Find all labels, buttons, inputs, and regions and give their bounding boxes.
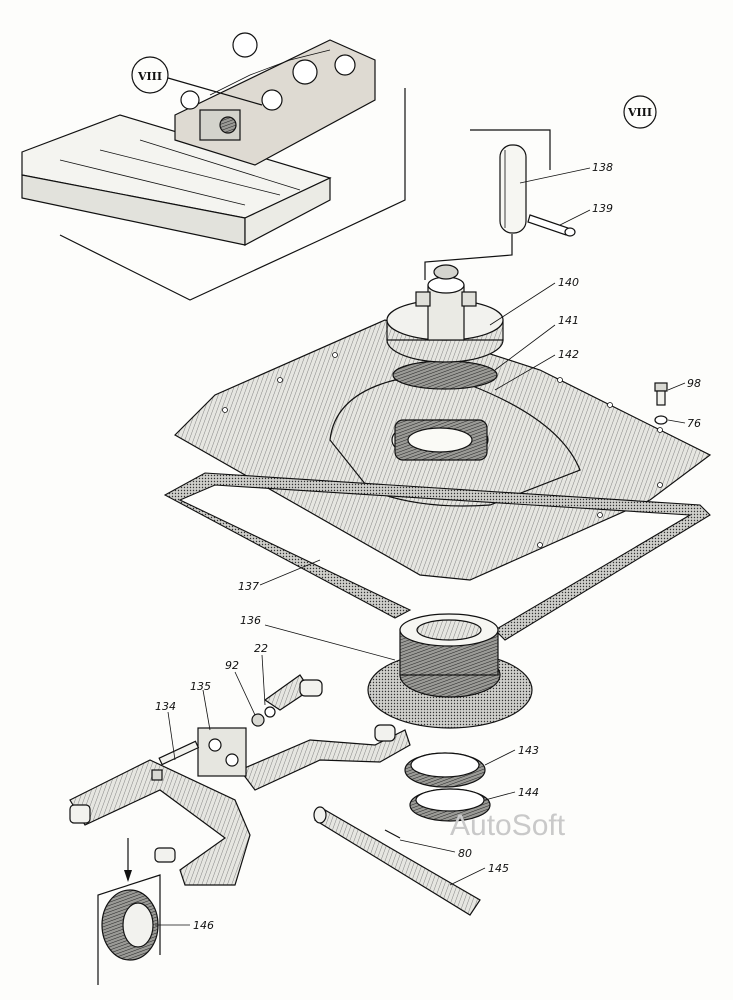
- view-marker: VIII: [627, 106, 652, 119]
- view-marker-circle: [623, 95, 657, 129]
- part-92-nut: [251, 713, 265, 727]
- label-140: 140: [558, 276, 579, 289]
- part-142-plate: [174, 319, 712, 581]
- label-136: 136: [240, 614, 261, 627]
- label-134: 134: [155, 700, 176, 713]
- machine-inset: VIII: [21, 32, 406, 301]
- part-22-washer: [264, 706, 276, 718]
- label-137: 137: [238, 580, 259, 593]
- part-139-split-pin: [527, 214, 576, 237]
- label-139: 139: [592, 202, 613, 215]
- part-143-ring: [404, 752, 486, 788]
- inset-marker-circle: [131, 56, 169, 94]
- label-143: 143: [518, 744, 539, 757]
- part-80-pin: [384, 829, 401, 839]
- part-138-pin: [424, 129, 551, 280]
- label-80: 80: [458, 847, 472, 860]
- label-144: 144: [518, 786, 539, 799]
- label-141: 141: [558, 314, 579, 327]
- part-135-bracket: [69, 674, 411, 886]
- leader-lines: [155, 167, 686, 926]
- label-142: 142: [558, 348, 579, 361]
- watermark: AutoSoft: [450, 809, 566, 842]
- part-144-lock-washer: [409, 788, 491, 822]
- label-92: 92: [225, 659, 239, 672]
- part-140-hub: [386, 264, 504, 390]
- label-76: 76: [687, 417, 701, 430]
- label-22: 22: [254, 642, 268, 655]
- label-145: 145: [488, 862, 509, 875]
- part-146-gear: [97, 838, 161, 985]
- part-136-housing: [367, 613, 533, 729]
- label-146: 146: [193, 919, 214, 932]
- part-76-washer: [654, 415, 668, 425]
- label-138: 138: [592, 161, 613, 174]
- label-135: 135: [190, 680, 211, 693]
- part-145-shaft: [313, 806, 481, 916]
- inset-marker: VIII: [137, 70, 162, 83]
- part-137-gasket: [163, 472, 711, 641]
- label-98: 98: [687, 377, 701, 390]
- part-134-bolt: [151, 740, 200, 781]
- part-98-bolt: [654, 382, 668, 406]
